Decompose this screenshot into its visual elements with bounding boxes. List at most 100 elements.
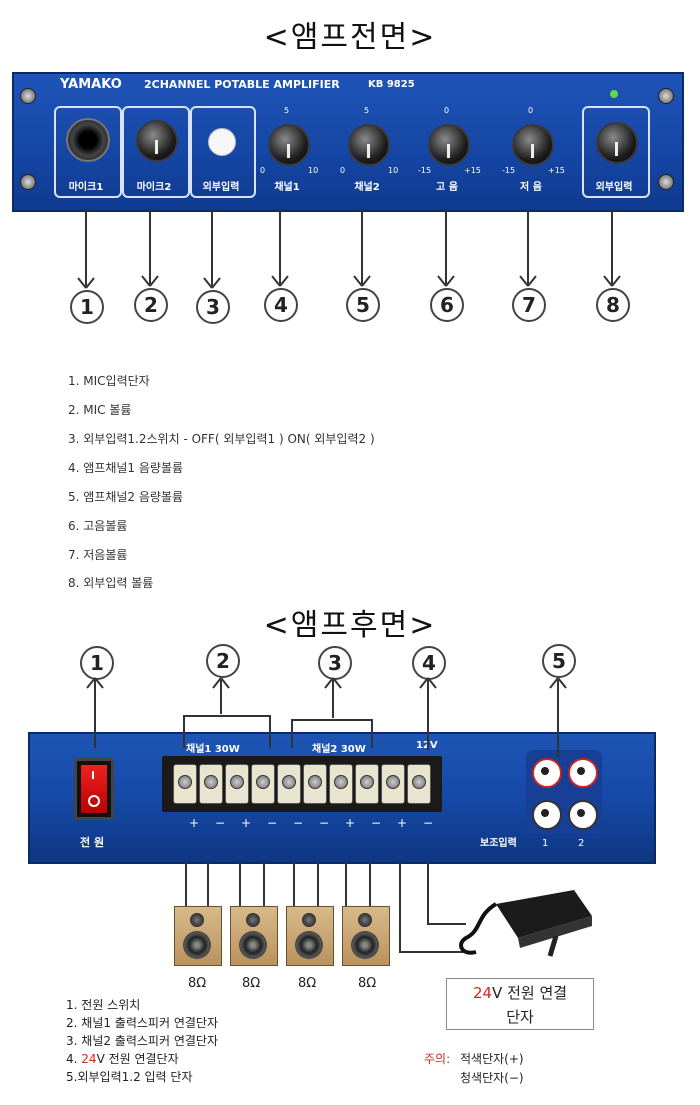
screw-icon: [658, 174, 674, 190]
front-callout-5: 5: [346, 288, 380, 322]
mic2-knob[interactable]: [136, 120, 178, 162]
sign: +: [345, 816, 356, 830]
label-ext-volume: 외부입력: [595, 182, 633, 193]
rear-callout-2: 2: [206, 644, 240, 678]
ext-volume-knob[interactable]: [596, 122, 638, 164]
bass-knob[interactable]: [512, 124, 554, 166]
ch2-volume-knob[interactable]: [348, 124, 390, 166]
front-item-7: 7. 저음볼륨: [68, 548, 128, 562]
rear-title: <앰프후면>: [263, 608, 437, 643]
terminal[interactable]: [329, 764, 353, 804]
ohm-label: 8Ω: [358, 976, 377, 991]
front-item-4: 4. 앰프채널1 음량볼륨: [68, 461, 184, 475]
rca-jack-red[interactable]: [568, 758, 598, 788]
treble-knob[interactable]: [428, 124, 470, 166]
rear-callout-5: 5: [542, 644, 576, 678]
terminal[interactable]: [407, 764, 431, 804]
power-box-line2: 단자: [506, 1008, 534, 1026]
sign: −: [319, 816, 330, 830]
power-led-icon: [610, 90, 618, 98]
label-mic1: 마이크1: [68, 182, 104, 193]
note-label: 주의:: [424, 1052, 451, 1066]
label-treble: 고 음: [436, 182, 458, 193]
ch1-volume-knob[interactable]: [268, 124, 310, 166]
power-box-line1: V 전원 연결: [492, 984, 568, 1002]
front-item-1: 1. MIC입력단자: [68, 374, 150, 388]
sign: +: [241, 816, 252, 830]
rear-item-3: 3. 채널2 출력스피커 연결단자: [66, 1034, 218, 1048]
terminal[interactable]: [173, 764, 197, 804]
front-title: <앰프전면>: [263, 20, 437, 55]
terminal[interactable]: [225, 764, 249, 804]
front-callout-2: 2: [134, 288, 168, 322]
front-arrows: [77, 210, 621, 289]
terminal[interactable]: [303, 764, 327, 804]
speaker-icon: [174, 906, 222, 966]
rear-item-4: 4. 24V 전원 연결단자: [66, 1052, 179, 1066]
model-label: 2CHANNEL POTABLE AMPLIFIER: [144, 78, 340, 91]
rear-callout-3: 3: [318, 646, 352, 680]
rear-callout-4: 4: [412, 646, 446, 680]
terminal[interactable]: [251, 764, 275, 804]
ohm-label: 8Ω: [188, 976, 207, 991]
ch1-scale-min: 0: [260, 166, 266, 175]
power-adapter-icon: [459, 890, 592, 957]
ext-switch-button[interactable]: [208, 128, 236, 156]
sign: −: [371, 816, 382, 830]
front-item-2: 2. MIC 볼륨: [68, 403, 132, 417]
rear-panel: 전 원 채널1 30W 채널2 30W 12V + − + − − − + − …: [28, 732, 656, 864]
speaker-icon: [230, 906, 278, 966]
screw-icon: [20, 174, 36, 190]
terminal[interactable]: [381, 764, 405, 804]
ch1-scale-max: 10: [308, 166, 319, 175]
screw-icon: [658, 88, 674, 104]
terminal[interactable]: [199, 764, 223, 804]
treble-scale-min: -15: [418, 166, 432, 175]
ext-switch-box: [190, 106, 256, 198]
ext-volume-box: [582, 106, 650, 198]
power-switch[interactable]: [74, 758, 114, 820]
aux-num-2: 2: [578, 838, 585, 849]
note-minus: 청색단자(−): [460, 1071, 524, 1085]
screw-icon: [20, 88, 36, 104]
front-callout-4: 4: [264, 288, 298, 322]
terminal[interactable]: [277, 764, 301, 804]
label-ch2: 채널2: [354, 182, 380, 193]
brand-label: YAMAKO: [60, 77, 122, 92]
front-callout-6: 6: [430, 288, 464, 322]
bass-scale-top: 0: [528, 106, 534, 115]
mic1-box: [54, 106, 122, 198]
rear-item-2: 2. 채널1 출력스피커 연결단자: [66, 1016, 218, 1030]
bass-scale-max: +15: [548, 166, 565, 175]
power-connector-box: 24V 전원 연결 단자: [446, 978, 594, 1030]
ch2-scale-min: 0: [340, 166, 346, 175]
terminal[interactable]: [355, 764, 379, 804]
ch2-scale-max: 10: [388, 166, 399, 175]
rear-item-5: 5.외부입력1.2 입력 단자: [66, 1070, 193, 1084]
label-bass: 저 음: [520, 182, 542, 193]
front-item-6: 6. 고음볼륨: [68, 519, 128, 533]
front-callout-7: 7: [512, 288, 546, 322]
front-panel: YAMAKO 2CHANNEL POTABLE AMPLIFIER KB 982…: [12, 72, 684, 212]
ch1-30w-label: 채널1 30W: [186, 744, 240, 755]
treble-scale-max: +15: [464, 166, 481, 175]
rear-item-1: 1. 전원 스위치: [66, 998, 141, 1012]
ch2-scale-top: 5: [364, 106, 370, 115]
rca-jack-white[interactable]: [532, 800, 562, 830]
ohm-label: 8Ω: [298, 976, 317, 991]
label-mic2: 마이크2: [136, 182, 172, 193]
aux-input-label: 보조입력: [480, 838, 517, 849]
ch2-30w-label: 채널2 30W: [312, 744, 366, 755]
sign: −: [423, 816, 434, 830]
model-number: KB 9825: [368, 79, 415, 90]
rca-jack-white[interactable]: [568, 800, 598, 830]
power-label: 전 원: [80, 836, 105, 849]
rca-jack-red[interactable]: [532, 758, 562, 788]
treble-scale-top: 0: [444, 106, 450, 115]
ch1-scale-top: 5: [284, 106, 290, 115]
ohm-label: 8Ω: [242, 976, 261, 991]
front-callout-3: 3: [196, 290, 230, 324]
mic-jack-icon[interactable]: [66, 118, 110, 162]
mic2-box: [122, 106, 190, 198]
front-item-5: 5. 앰프채널2 음량볼륨: [68, 490, 184, 504]
